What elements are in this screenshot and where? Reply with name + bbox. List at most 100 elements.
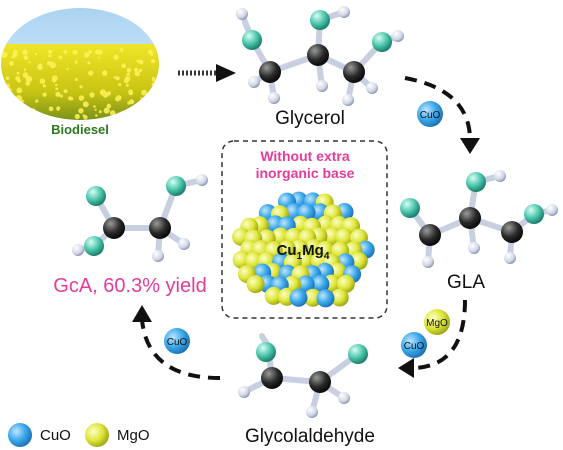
- legend-cuo-swatch: [8, 423, 32, 447]
- flower-speckle: [106, 103, 112, 109]
- svg-text:MgO: MgO: [426, 318, 448, 329]
- mgo-badge-step2: MgO: [424, 309, 450, 335]
- cuo-badge-step2: CuO: [401, 332, 427, 358]
- flower-speckle: [63, 49, 68, 54]
- flower-speckle: [16, 71, 20, 75]
- flower-speckle: [133, 67, 138, 72]
- flower-speckle: [84, 52, 90, 58]
- flower-speckle: [25, 75, 33, 83]
- flower-speckle: [48, 54, 52, 58]
- mgo-sphere: [336, 274, 355, 293]
- flower-speckle: [125, 83, 129, 87]
- flower-speckle: [101, 70, 108, 76]
- flower-speckle: [33, 112, 40, 119]
- flower-speckle: [7, 87, 12, 93]
- flower-speckle: [129, 99, 135, 105]
- flower-speckle: [94, 108, 97, 111]
- flower-speckle: [35, 99, 39, 103]
- flower-speckle: [72, 49, 78, 55]
- flower-speckle: [144, 108, 148, 111]
- mgo-sphere: [335, 228, 354, 246]
- flower-speckle: [70, 97, 74, 101]
- flower-speckle: [87, 61, 91, 65]
- gca-yield-label: GcA, 60.3% yield: [53, 275, 206, 297]
- flower-speckle: [119, 48, 124, 52]
- flower-speckle: [1, 86, 7, 93]
- glycerol-label: Glycerol: [275, 108, 345, 129]
- flower-speckle: [16, 87, 23, 94]
- cuo-badge-step3: CuO: [164, 328, 190, 354]
- flower-speckle: [25, 81, 31, 86]
- flower-speckle: [42, 84, 47, 88]
- flower-speckle: [58, 55, 63, 60]
- flower-speckle: [48, 106, 54, 112]
- mgo-sphere: [264, 286, 283, 305]
- gca-molecule: [72, 174, 208, 262]
- flower-speckle: [149, 115, 152, 118]
- flower-speckle: [140, 105, 144, 109]
- flower-speckle: [118, 83, 122, 87]
- flower-speckle: [12, 53, 16, 57]
- flower-speckle: [23, 68, 27, 72]
- flower-speckle: [115, 76, 120, 81]
- flower-speckle: [89, 92, 95, 98]
- flower-speckle: [22, 72, 29, 78]
- biodiesel-label: Biodiesel: [51, 122, 109, 137]
- glycerol-molecule: [236, 6, 404, 106]
- flower-speckle: [115, 96, 121, 102]
- flower-speckle: [151, 82, 157, 88]
- cu1mg4-nanoparticle: [232, 191, 375, 308]
- flower-speckle: [79, 85, 83, 89]
- condition-line-1: Without extra: [260, 148, 350, 164]
- mgo-sphere: [330, 288, 349, 307]
- glycolaldehyde-molecule: [238, 333, 368, 418]
- flower-speckle: [128, 90, 134, 96]
- flower-speckle: [43, 115, 47, 118]
- flower-speckle: [5, 76, 10, 80]
- flower-speckle: [97, 49, 103, 55]
- legend-mgo-label: MgO: [117, 427, 150, 444]
- flower-speckle: [95, 114, 98, 117]
- flower-speckle: [56, 108, 60, 112]
- flower-speckle: [8, 61, 14, 66]
- flower-speckle: [15, 76, 20, 81]
- cuo-badge-step1: CuO: [417, 101, 443, 127]
- catalyst-formula: Cu1Mg4: [277, 242, 330, 262]
- flower-speckle: [142, 114, 146, 118]
- gla-molecule: [400, 170, 558, 268]
- flower-speckle: [88, 70, 94, 76]
- flower-speckle: [55, 87, 59, 91]
- cuo-sphere: [316, 289, 335, 308]
- flower-speckle: [99, 89, 107, 96]
- flower-speckle: [46, 61, 52, 66]
- flower-speckle: [10, 107, 15, 111]
- flower-speckle: [66, 68, 69, 71]
- flower-speckle: [55, 83, 58, 87]
- arrow-gla-to-glycolaldehyde: [398, 299, 467, 378]
- flower-speckle: [22, 49, 28, 56]
- svg-text:CuO: CuO: [404, 341, 425, 352]
- flower-speckle: [5, 83, 10, 89]
- flower-speckle: [23, 55, 29, 60]
- flower-speckle: [31, 110, 35, 115]
- cuo-sphere: [311, 275, 330, 293]
- flower-speckle: [15, 95, 22, 102]
- flower-speckle: [138, 59, 144, 65]
- flower-speckle: [10, 115, 14, 119]
- flower-speckle: [93, 105, 96, 108]
- arrow-glycerol-to-gla: [404, 76, 480, 154]
- flower-speckle: [109, 110, 116, 116]
- flower-speckle: [31, 108, 36, 113]
- flower-speckle: [147, 49, 153, 55]
- cuo-sphere: [296, 275, 315, 294]
- flower-speckle: [151, 59, 156, 64]
- flower-speckle: [124, 76, 131, 82]
- mgo-sphere: [246, 275, 265, 294]
- flower-speckle: [78, 95, 85, 101]
- cuo-sphere: [289, 288, 308, 307]
- svg-text:CuO: CuO: [420, 110, 441, 121]
- flower-speckle: [138, 68, 143, 73]
- biodiesel-field-image: [1, 8, 159, 120]
- flower-speckle: [106, 92, 109, 95]
